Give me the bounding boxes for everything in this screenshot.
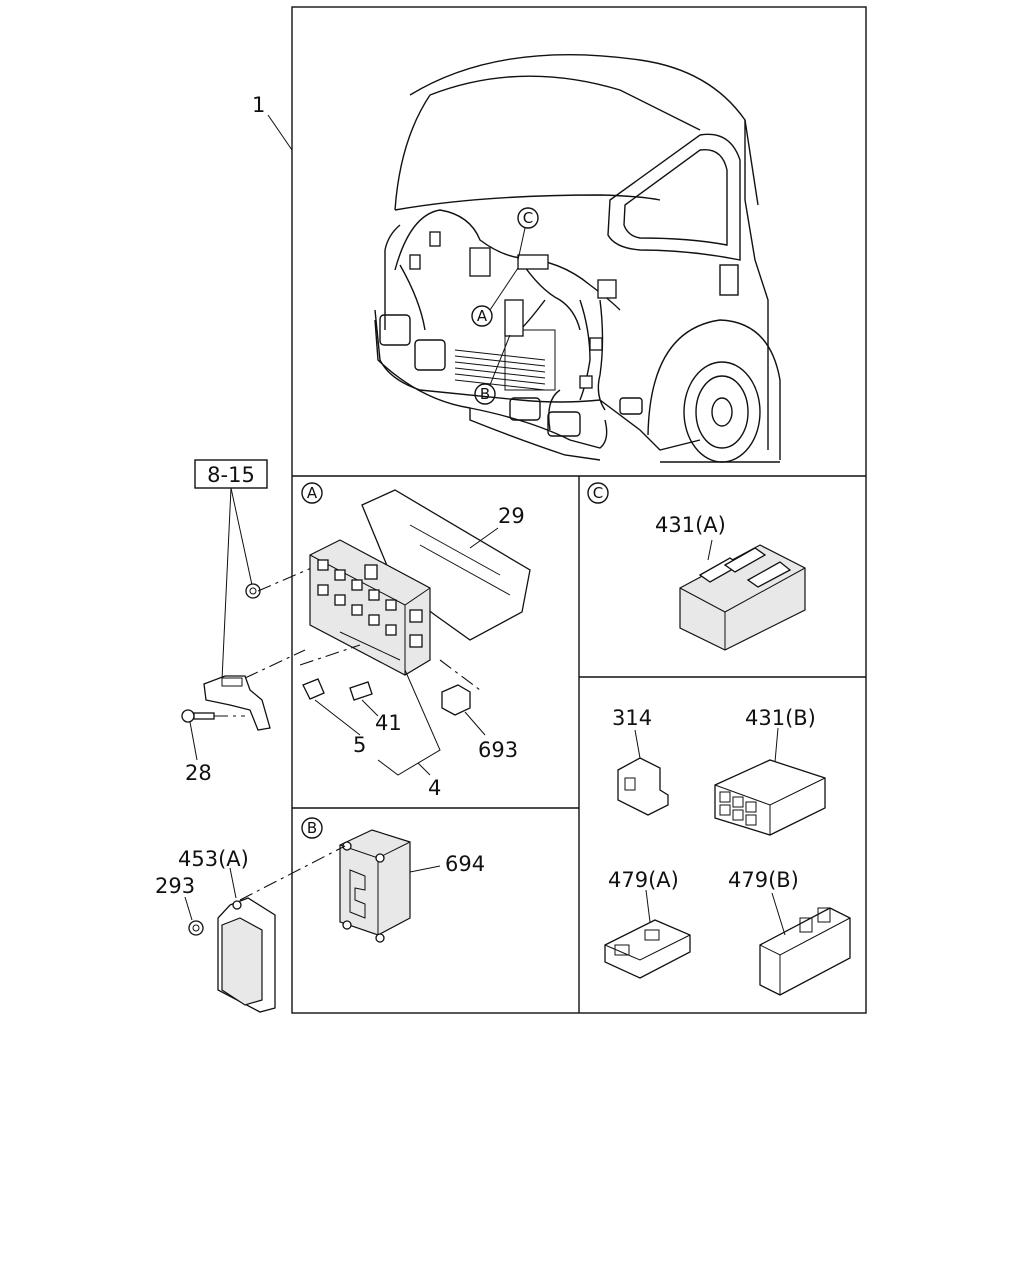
bracket-fuse-box bbox=[203, 559, 331, 731]
wheel bbox=[647, 319, 781, 463]
label-module-694: 694 bbox=[445, 852, 485, 876]
label-relay-431a: 431(A) bbox=[655, 513, 726, 537]
panel-b-callout: B bbox=[301, 817, 323, 839]
bolt-28: 28 bbox=[181, 709, 245, 785]
label-relay-693: 693 bbox=[478, 738, 518, 762]
panel-c-callout-text: C bbox=[593, 484, 603, 502]
fuse-group-bracket: 4 bbox=[377, 669, 441, 800]
label-bracket-453a: 453(A) bbox=[178, 847, 249, 871]
fuse-box-body bbox=[299, 539, 481, 691]
label-connector-479b: 479(B) bbox=[728, 868, 799, 892]
fuse-41: 41 bbox=[349, 681, 402, 735]
relay-693: 693 bbox=[441, 684, 518, 762]
nut-293: 293 bbox=[155, 874, 204, 936]
label-fuse-41: 41 bbox=[375, 711, 402, 735]
callout-b-marker: B bbox=[474, 334, 511, 405]
callout-a-text: A bbox=[477, 307, 488, 325]
panel-b-callout-text: B bbox=[307, 819, 317, 837]
label-nut-293: 293 bbox=[155, 874, 195, 898]
label-fuse-5: 5 bbox=[353, 733, 366, 757]
callout-c-marker: C bbox=[517, 207, 539, 261]
label-assembly: 1 bbox=[252, 93, 265, 117]
relay-431a: 431(A) bbox=[655, 513, 806, 651]
label-relay-314: 314 bbox=[612, 706, 652, 730]
ref-box-8-15: 8-15 bbox=[194, 459, 268, 681]
panel-c-callout: C bbox=[587, 482, 609, 504]
label-fuse-group: 4 bbox=[428, 776, 441, 800]
callout-a-marker: A bbox=[471, 267, 519, 327]
bracket-453a: 453(A) bbox=[178, 845, 346, 1013]
panel-frames bbox=[291, 6, 867, 1014]
grille bbox=[454, 329, 556, 391]
callout-c-text: C bbox=[523, 209, 533, 227]
relay-431b: 431(B) bbox=[714, 706, 826, 836]
connector-479a: 479(A) bbox=[604, 868, 691, 979]
panel-a-callout: A bbox=[301, 482, 323, 504]
callout-b-text: B bbox=[480, 385, 490, 403]
label-relay-431b: 431(B) bbox=[745, 706, 816, 730]
label-connector-479a: 479(A) bbox=[608, 868, 679, 892]
fuse-5: 5 bbox=[302, 678, 366, 757]
label-cover: 29 bbox=[498, 504, 525, 528]
ref-box-text: 8-15 bbox=[207, 463, 255, 487]
panel-a-callout-text: A bbox=[307, 484, 318, 502]
truck-cab-illustration: C A B bbox=[374, 53, 781, 463]
wiring-harness bbox=[394, 209, 621, 431]
label-bracket-bolt: 28 bbox=[185, 761, 212, 785]
relay-314: 314 bbox=[612, 706, 669, 816]
connector-479b: 479(B) bbox=[728, 868, 851, 996]
module-694: 694 bbox=[339, 829, 485, 943]
